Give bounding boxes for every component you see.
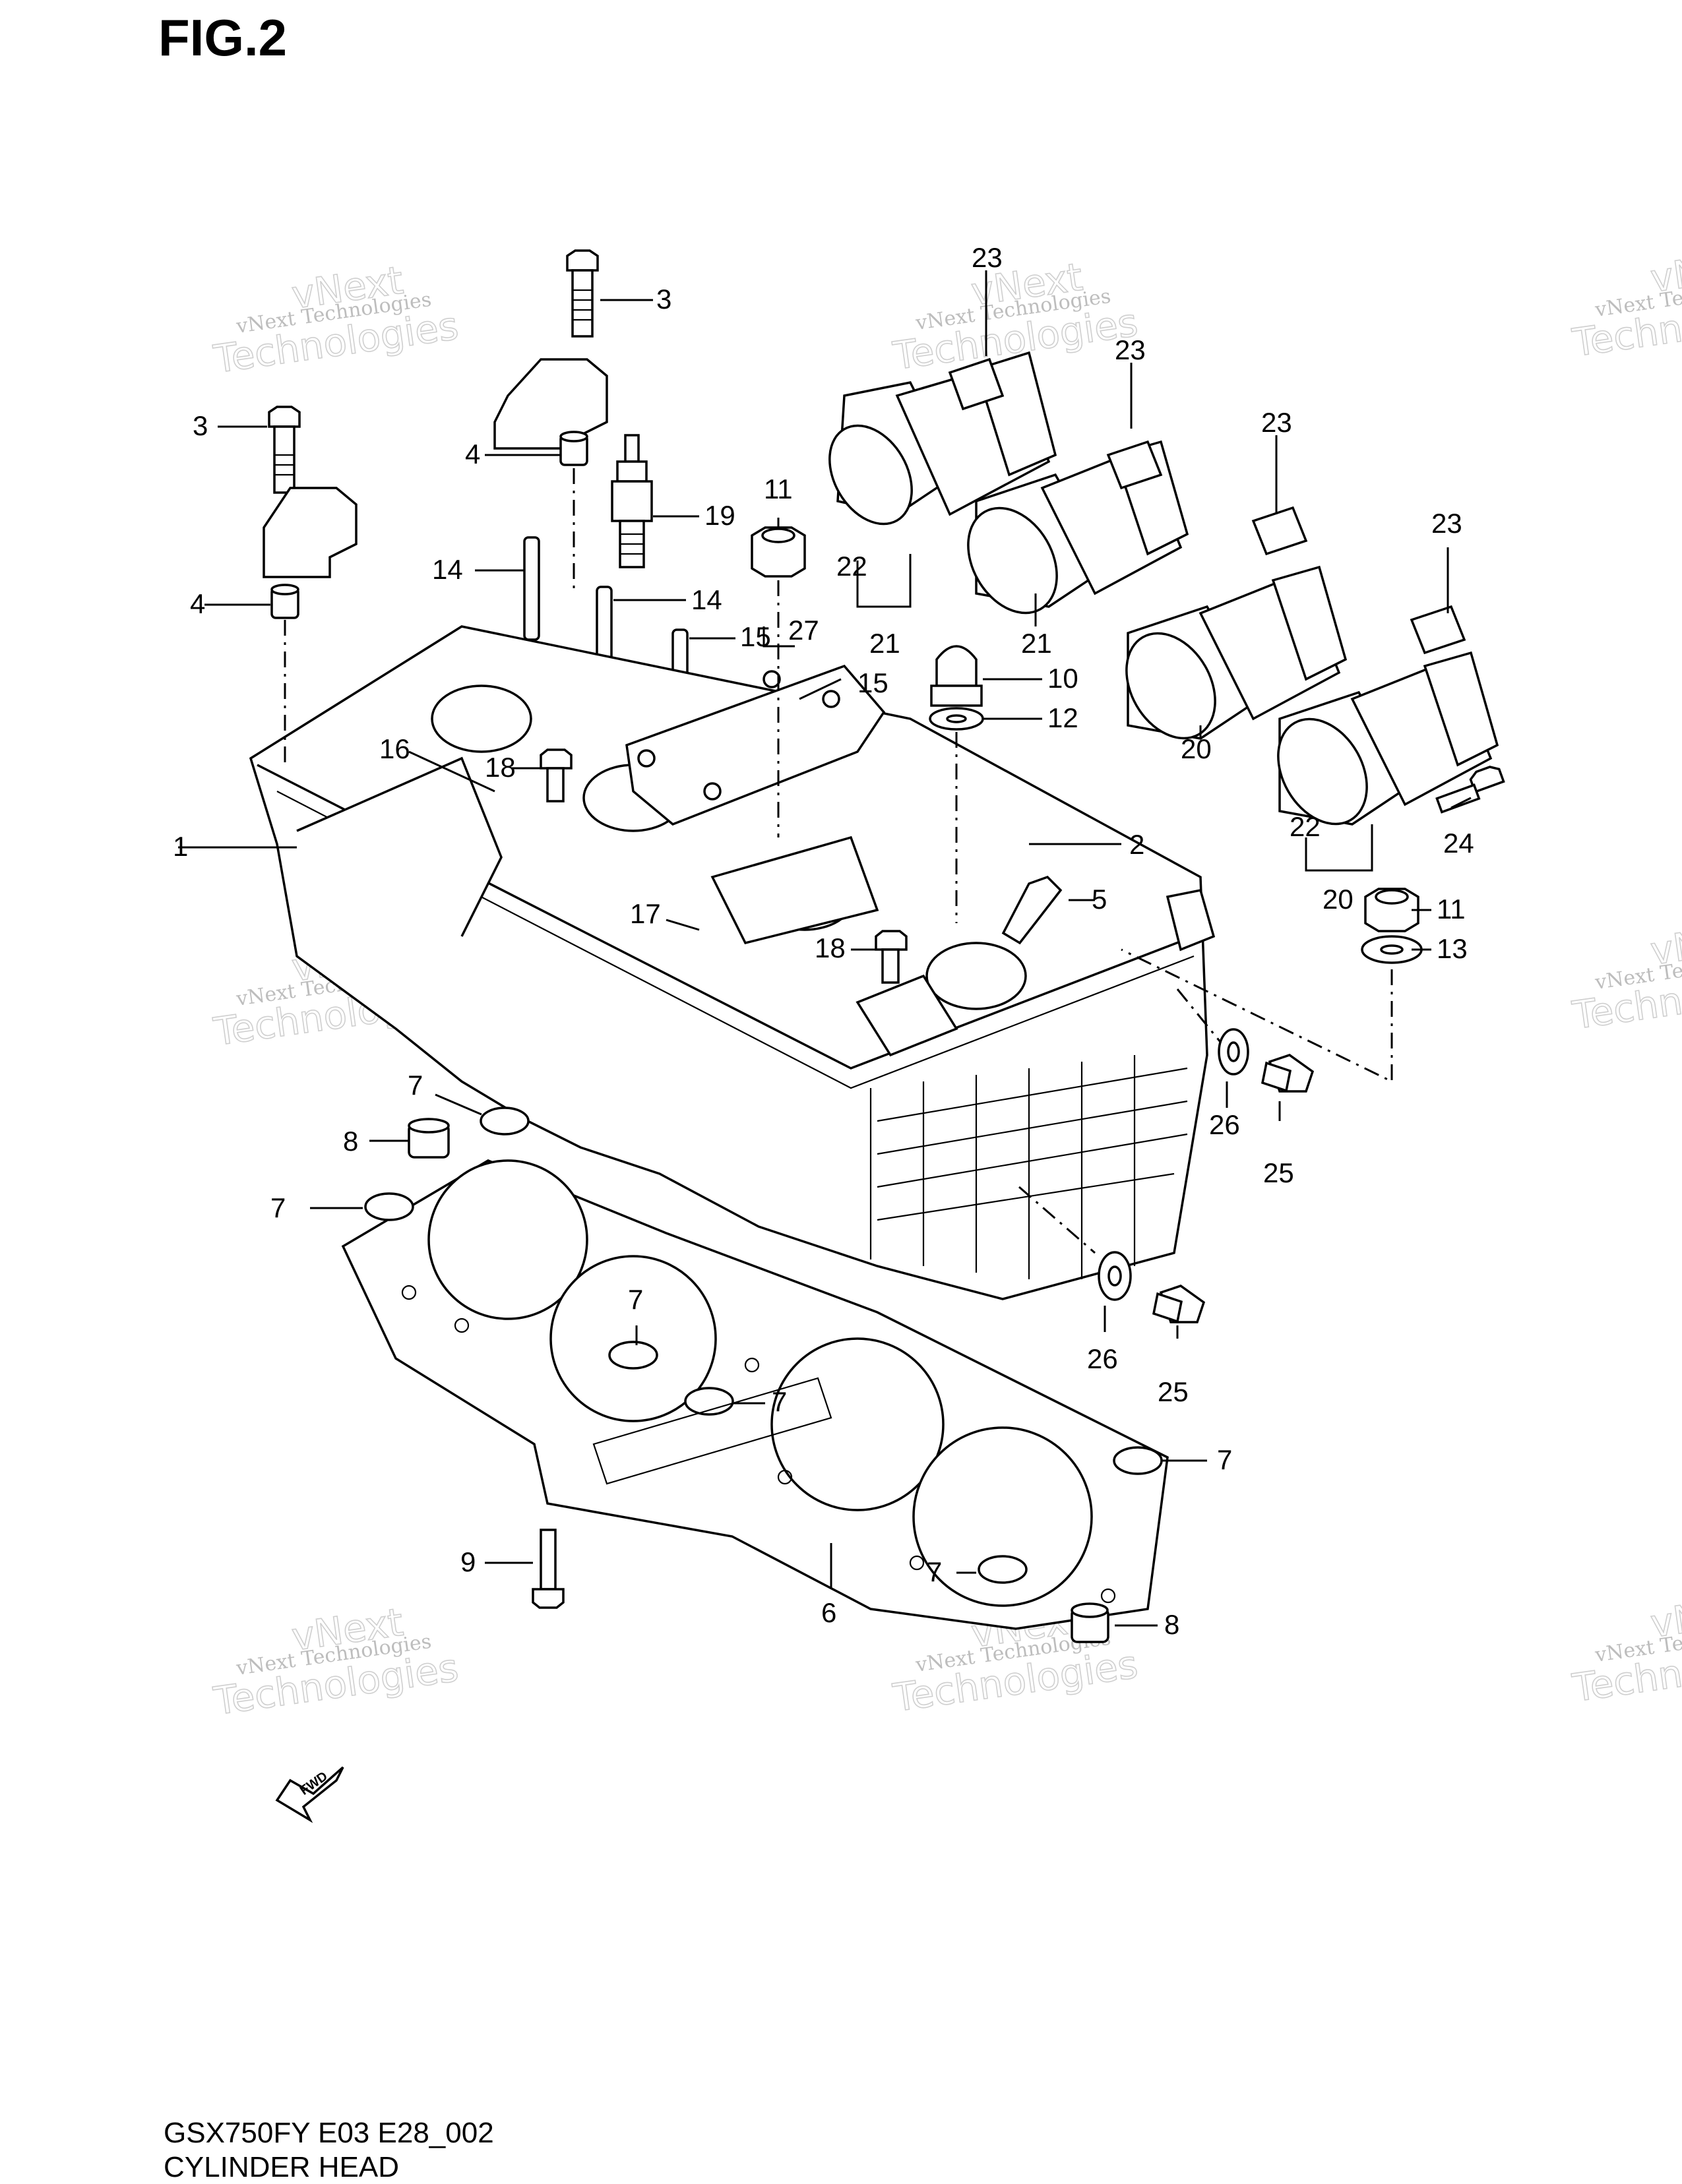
callout-11-lower: 11 — [1437, 894, 1466, 925]
callout-17: 17 — [630, 898, 661, 929]
callout-23-d: 23 — [1431, 508, 1462, 539]
callout-3-upper: 3 — [656, 284, 671, 315]
callout-18-left: 18 — [485, 752, 516, 783]
bolt-3-upper-drawing — [566, 249, 599, 338]
watermark: vNext Technologies vNext Technologies — [1569, 241, 1682, 366]
callout-20-lower: 20 — [1323, 884, 1354, 915]
callout-8-right: 8 — [1164, 1609, 1179, 1640]
callout-7-top: 7 — [408, 1070, 423, 1101]
callout-1: 1 — [173, 831, 188, 862]
callout-7-right: 7 — [1217, 1444, 1232, 1475]
callout-23-a: 23 — [972, 242, 1003, 273]
watermark: vNext Technologies vNext Technologies — [1569, 913, 1682, 1039]
callout-7-center: 7 — [628, 1284, 643, 1315]
head-gasket-6-drawing — [341, 1159, 1169, 1630]
dowel-4-upper-drawing — [559, 431, 588, 466]
o-ring-7-top-drawing — [480, 1107, 530, 1136]
cap-nut-10-drawing — [930, 645, 983, 707]
callout-21-right: 21 — [1021, 628, 1052, 659]
callout-3-left: 3 — [193, 410, 208, 441]
cam-cap-upper-drawing — [493, 358, 608, 450]
callout-7-mid: 7 — [772, 1386, 787, 1417]
watermark: vNext Technologies vNext Technologies — [1569, 1586, 1682, 1711]
nut-11-upper-drawing — [751, 526, 806, 578]
callout-6: 6 — [821, 1597, 836, 1628]
washer-12-drawing — [929, 707, 984, 731]
callout-20-upper: 20 — [1181, 733, 1212, 764]
callout-7-bottom: 7 — [927, 1556, 942, 1587]
spark-plug-19-drawing — [611, 434, 653, 568]
washer-26-upper-drawing — [1218, 1028, 1249, 1076]
callout-4-upper: 4 — [465, 439, 480, 470]
clamp-23-c-drawing — [1251, 506, 1308, 556]
callout-15-left: 15 — [740, 621, 771, 652]
callout-15-right: 15 — [857, 667, 888, 698]
callout-11-upper: 11 — [764, 473, 793, 504]
watermark: vNext Technologies vNext Technologies — [210, 257, 462, 382]
callout-12: 12 — [1047, 702, 1078, 733]
callout-23-b: 23 — [1115, 334, 1146, 365]
pin-5-drawing — [1001, 875, 1063, 945]
callout-19: 19 — [704, 500, 735, 531]
callout-5: 5 — [1092, 884, 1107, 915]
callout-21-left: 21 — [869, 628, 900, 659]
callout-22-upper: 22 — [836, 551, 867, 582]
watermark-line: vNext — [1648, 1587, 1682, 1647]
callout-7-left: 7 — [270, 1192, 286, 1223]
intake-pipe-21-left-drawing — [828, 351, 1057, 526]
callout-4-left: 4 — [190, 588, 205, 619]
dashed-center-lines — [284, 468, 1393, 1254]
watermark-line: vNext — [1648, 241, 1682, 301]
callout-14-left: 14 — [432, 554, 463, 585]
cylinder-head-1-drawing — [249, 625, 1216, 1300]
callout-27: 27 — [788, 615, 819, 646]
callout-9: 9 — [460, 1546, 476, 1577]
callout-16: 16 — [379, 733, 410, 764]
clamp-23-b-drawing — [1106, 440, 1163, 490]
callout-25-lower: 25 — [1158, 1376, 1189, 1407]
callout-24: 24 — [1443, 828, 1474, 859]
figure-title: FIG.2 — [158, 9, 288, 67]
forward-direction-icon: FWD — [275, 1766, 344, 1823]
clamp-23-a-drawing — [948, 357, 1005, 411]
callout-10: 10 — [1047, 663, 1078, 694]
clamp-23-d-drawing — [1410, 605, 1466, 655]
intake-pipe-20-left-drawing — [1125, 565, 1348, 740]
bolt-3-left-drawing — [268, 406, 301, 494]
bolt-24-drawing — [1435, 766, 1505, 814]
dowel-4-left-drawing — [270, 584, 299, 619]
callout-13: 13 — [1437, 933, 1468, 964]
dowel-8-right-drawing — [1071, 1602, 1109, 1643]
intake-pipe-20-right-drawing — [1277, 651, 1499, 826]
model-code: GSX750FY E03 E28_002 — [164, 2117, 494, 2149]
plug-25-upper-drawing — [1261, 1054, 1315, 1093]
leader-lines — [178, 270, 1472, 1627]
watermark: vNext Technologies vNext Technologies — [890, 254, 1141, 379]
callout-25-upper: 25 — [1263, 1157, 1294, 1188]
callout-26-upper: 26 — [1209, 1109, 1240, 1140]
watermark: vNext Technologies vNext Technologies — [210, 1599, 462, 1724]
intake-pipe-21-right-drawing — [967, 440, 1189, 615]
nut-11-lower-drawing — [1364, 888, 1419, 932]
callout-23-c: 23 — [1261, 407, 1292, 438]
stud-14-left-drawing — [523, 536, 540, 641]
callout-26-lower: 26 — [1087, 1343, 1118, 1374]
dowel-8-left-drawing — [408, 1118, 450, 1159]
callout-22-lower: 22 — [1290, 811, 1321, 842]
callout-14-right: 14 — [691, 584, 722, 615]
bolt-9-drawing — [532, 1529, 565, 1609]
callout-labels: 3 3 4 4 14 14 19 11 15 27 15 16 18 1 17 … — [173, 242, 1474, 1640]
washer-26-lower-drawing — [1098, 1251, 1132, 1301]
cam-cap-left-drawing — [263, 487, 358, 578]
plug-25-lower-drawing — [1152, 1285, 1206, 1323]
callout-2: 2 — [1129, 829, 1144, 860]
callout-18-right: 18 — [815, 932, 846, 963]
callout-8-left: 8 — [343, 1126, 358, 1157]
watermark-line: vNext — [1648, 914, 1682, 974]
section-name: CYLINDER HEAD — [164, 2151, 399, 2183]
